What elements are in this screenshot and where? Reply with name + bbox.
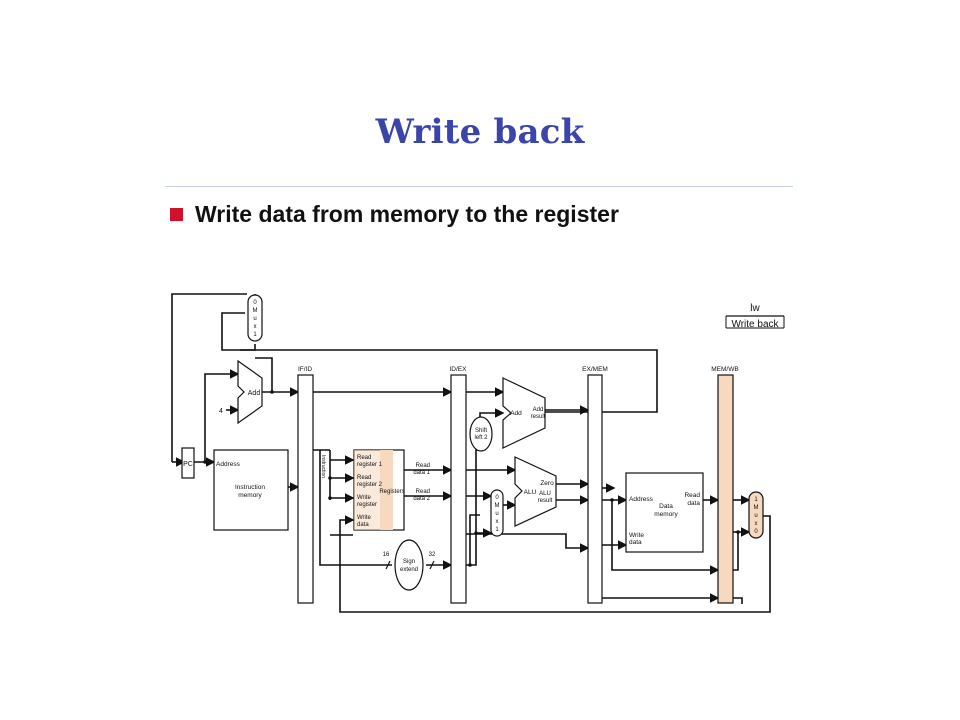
idex-pipeline-register: [450, 374, 467, 604]
slide-title: Write back: [375, 112, 585, 152]
instruction-memory-title2: memory: [238, 492, 262, 499]
title-divider: [165, 186, 793, 187]
alu-label: ALU: [524, 489, 537, 496]
write-register-line2: register: [357, 502, 377, 508]
write-register-line1: Write: [357, 495, 372, 501]
pc-adder: [237, 359, 263, 425]
alu-zero-label: Zero: [540, 480, 554, 487]
read-register-2-line2: register 2: [357, 482, 383, 488]
stage-instruction-label: lw: [750, 303, 760, 314]
shift-left-line1: Shift: [475, 428, 487, 434]
read-register-1-line2: register 1: [357, 462, 383, 468]
pc-adder-label: Add: [248, 390, 261, 397]
wb-mux-label-3: x: [755, 521, 758, 527]
memwb-pipeline-register: [717, 374, 734, 604]
sign-extend-output-bits: 32: [429, 552, 436, 558]
branch-adder-result-line1: Add: [533, 407, 544, 413]
alu-mux-label-2: u: [495, 511, 498, 517]
pc-mux-label-4: 1: [253, 332, 257, 338]
wb-mux-label-2: u: [754, 513, 757, 519]
alu-mux-label-1: M: [495, 503, 500, 509]
pc-label: PC: [183, 461, 193, 468]
sign-extend-line2: extend: [400, 567, 418, 573]
pc-mux-label-2: u: [253, 316, 256, 322]
write-back-mux: [748, 491, 764, 539]
data-memory-address-label: Address: [629, 496, 654, 503]
stage-label-box: lw Write back: [725, 303, 785, 330]
sign-extend-line1: Sign: [403, 559, 415, 565]
pc-mux-label-1: M: [253, 308, 258, 314]
read-data-1-line1: Read: [416, 463, 430, 469]
sign-extend-input-bits: 16: [383, 552, 390, 558]
wb-mux-label-4: 0: [754, 529, 758, 535]
bullet-text: Write data from memory to the register: [195, 200, 619, 227]
read-data-2-line2: data 2: [413, 496, 430, 502]
exmem-pipeline-register: [587, 374, 603, 604]
datapath-wires: [171, 293, 771, 613]
alu: [514, 456, 557, 527]
pc-mux-label-3: x: [254, 324, 257, 330]
alu-result-line1: ALU: [539, 491, 551, 497]
branch-adder: [502, 377, 546, 449]
constant-four-label: 4: [219, 408, 223, 415]
pc-register: [181, 447, 195, 479]
wb-mux-label-1: M: [754, 505, 759, 511]
instruction-memory-address-label: Address: [216, 461, 241, 468]
shift-left-unit: [469, 416, 493, 452]
write-data-line1: Write: [357, 515, 372, 521]
alu-result-line2: result: [538, 498, 553, 504]
alu-mux-label-3: x: [496, 519, 499, 525]
register-file-write-highlight: [380, 450, 393, 530]
alu-source-mux: [490, 489, 504, 537]
write-data-line2: data: [357, 522, 369, 528]
alu-mux-label-4: 1: [495, 527, 499, 533]
instruction-memory-title: Instruction: [235, 484, 265, 491]
data-memory-read-line1: Read: [684, 492, 700, 499]
register-file-input-highlight: [354, 450, 380, 530]
bullet-square-icon: [170, 207, 183, 221]
wb-mux-label-0: 1: [754, 497, 758, 503]
read-data-2-line1: Read: [416, 489, 430, 495]
bullet-item: Write data from memory to the register: [170, 199, 619, 229]
data-memory-write-line2: data: [629, 539, 642, 546]
read-register-1-line1: Read: [357, 455, 371, 461]
idex-label: ID/EX: [450, 366, 468, 373]
data-memory-title-line2: memory: [654, 511, 678, 518]
alu-mux-label-0: 0: [495, 495, 499, 501]
instruction-memory: [213, 449, 289, 531]
registers-label: Registers: [379, 489, 404, 495]
data-memory: [625, 472, 704, 553]
memwb-label: MEM/WB: [711, 366, 738, 373]
pc-mux-label-0: 0: [253, 300, 257, 306]
data-memory-write-line1: Write: [629, 532, 644, 539]
read-register-2-line1: Read: [357, 475, 371, 481]
ifid-label: IF/ID: [298, 366, 312, 373]
pc-source-mux: [247, 294, 263, 342]
branch-adder-label: Add: [510, 410, 522, 417]
read-data-1-line2: data 1: [413, 470, 430, 476]
data-memory-read-line2: data: [687, 500, 700, 507]
stage-name-label: Write back: [731, 319, 779, 330]
bus-width-ticks: [385, 560, 435, 570]
ifid-pipeline-register: [297, 374, 314, 604]
exmem-label: EX/MEM: [582, 366, 608, 373]
shift-left-line2: left 2: [474, 435, 488, 441]
branch-adder-result-line2: result: [531, 414, 546, 420]
wire-junctions: [203, 390, 740, 567]
data-memory-title-line1: Data: [659, 503, 673, 510]
instruction-bus-label: Instruction: [320, 455, 326, 478]
sign-extend-unit: [394, 539, 424, 591]
